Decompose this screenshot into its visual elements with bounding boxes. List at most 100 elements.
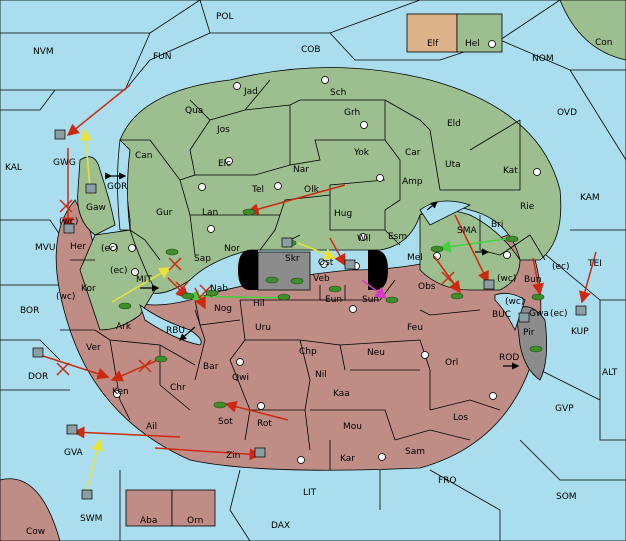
- label-gwg: GWG: [53, 158, 76, 168]
- label-esm: Esm: [388, 232, 407, 242]
- label-gwa: Gwa: [529, 309, 549, 319]
- label-sch: Sch: [330, 88, 346, 98]
- label-yok: Yok: [353, 148, 370, 158]
- fleet-units: [32, 129, 587, 500]
- label-kam: KAM: [580, 193, 600, 203]
- label-mit: MIT: [136, 275, 152, 285]
- failed-markers: [56, 199, 455, 376]
- label-chr: Chr: [170, 383, 186, 393]
- label-sam: Sam: [405, 447, 425, 457]
- legend-elf-box: [406, 13, 458, 53]
- label-gva: GVA: [64, 448, 84, 458]
- label-elf: Elf: [427, 39, 439, 49]
- label-wil: Wil: [357, 234, 371, 244]
- label-fun: FUN: [153, 52, 172, 62]
- label-kaa: Kaa: [333, 389, 350, 399]
- label-veb: Veb: [313, 274, 330, 284]
- label-rot: Rot: [257, 419, 272, 429]
- label-sun: Sun: [362, 295, 379, 305]
- label-olk: Olk: [304, 185, 320, 195]
- label-sot: Sot: [218, 417, 233, 427]
- label-nvm: NVM: [33, 47, 54, 57]
- label-orl: Orl: [445, 358, 458, 368]
- label-orn: Orn: [187, 516, 203, 526]
- gor-gulf[interactable]: [117, 139, 131, 231]
- region-gaw[interactable]: [77, 156, 116, 236]
- label-ovd: OVD: [557, 108, 577, 118]
- label-sap: Sap: [194, 254, 211, 264]
- label-gaw: Gaw: [86, 203, 106, 213]
- label-dor: DOR: [28, 372, 48, 382]
- label-uru: Uru: [255, 323, 271, 333]
- label-bri: Bri: [491, 220, 503, 230]
- label-hil: Hil: [253, 299, 265, 309]
- region-pir[interactable]: [515, 306, 548, 381]
- label-elc: Elc: [218, 159, 231, 169]
- label-con: Con: [595, 38, 613, 48]
- label-qua: Qua: [185, 106, 203, 116]
- label-skr: Skr: [285, 254, 300, 264]
- label-wc-her: (wc): [59, 217, 78, 227]
- label-kal: KAL: [5, 163, 22, 173]
- label-cow: Cow: [26, 527, 45, 537]
- region-veb-neutral[interactable]: [257, 251, 311, 291]
- army-units: [118, 208, 545, 409]
- buc-gulf[interactable]: [494, 292, 526, 332]
- label-uta: Uta: [445, 160, 461, 170]
- label-wc-gwa: (wc): [505, 297, 524, 307]
- label-cob: COB: [301, 45, 321, 55]
- label-alt: ALT: [602, 368, 618, 378]
- label-nil: Nil: [315, 370, 327, 380]
- label-dax: DAX: [271, 521, 290, 531]
- label-nor: Nor: [224, 244, 240, 254]
- label-can: Can: [135, 151, 153, 161]
- label-wc-bun: (wc): [497, 274, 516, 284]
- label-amp: Amp: [402, 177, 423, 187]
- label-kup: KUP: [571, 327, 589, 337]
- label-bun: Bun: [524, 275, 542, 285]
- label-buc: BUC: [492, 310, 511, 320]
- label-bar: Bar: [203, 362, 219, 372]
- label-ail: Ail: [146, 422, 157, 432]
- label-pir: Pir: [523, 328, 535, 338]
- label-lit: LIT: [303, 488, 317, 498]
- region-orn[interactable]: [171, 489, 216, 527]
- region-kor-ark[interactable]: [79, 229, 156, 331]
- label-zin: Zin: [226, 451, 240, 461]
- label-jos: Jos: [216, 125, 230, 135]
- label-kor: Kor: [81, 284, 96, 294]
- label-mou: Mou: [343, 422, 362, 432]
- label-tei: TEI: [587, 259, 602, 269]
- label-hug: Hug: [334, 209, 352, 219]
- capsule-left: [238, 250, 258, 290]
- label-nar: Nar: [293, 165, 309, 175]
- label-ken: Ken: [112, 387, 129, 397]
- label-gvp: GVP: [555, 404, 574, 414]
- green-province-borders: [120, 79, 546, 261]
- label-sma: SMA: [457, 226, 477, 236]
- label-eld: Eld: [447, 119, 461, 129]
- label-rie: Rie: [520, 202, 535, 212]
- label-los: Los: [453, 413, 468, 423]
- label-nom: NOM: [532, 54, 554, 64]
- label-aba: Aba: [140, 516, 157, 526]
- label-qwi: Qwi: [232, 373, 249, 383]
- label-gor: GOR: [107, 182, 127, 192]
- label-ark: Ark: [116, 322, 132, 332]
- label-her: Her: [70, 242, 86, 252]
- coast-arrows: [105, 172, 520, 370]
- label-nab: Nab: [210, 284, 228, 294]
- order-arrows: [39, 84, 597, 493]
- label-jad: Jad: [243, 87, 258, 97]
- label-wc-kor: (wc): [56, 292, 75, 302]
- label-ec-kor: (ec): [110, 266, 128, 276]
- label-ost: Ost: [318, 258, 334, 268]
- label-mel: Mel: [407, 253, 423, 263]
- label-feu: Feu: [407, 323, 423, 333]
- label-som: SOM: [556, 492, 577, 502]
- label-fro: FRO: [438, 476, 457, 486]
- label-eun: Eun: [325, 295, 342, 305]
- label-chp: Chp: [299, 347, 317, 357]
